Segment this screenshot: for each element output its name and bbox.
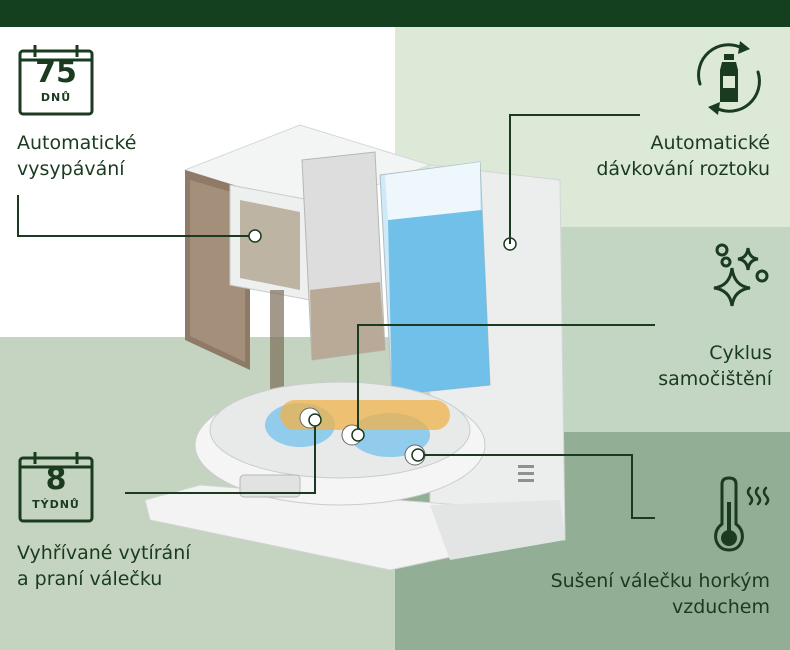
calendar-unit: TÝDNŮ [32, 498, 80, 511]
feature-line: Automatické [17, 132, 137, 154]
feature-auto-dosing: Automatické dávkování roztoku [596, 130, 770, 182]
sparkle-icon [713, 243, 769, 307]
thermometer-icon [714, 476, 770, 552]
callout-dot-self-clean [351, 428, 365, 442]
feature-line: vysypávání [17, 158, 125, 180]
feature-hot-air-dry: Sušení válečku horkým vzduchem [551, 568, 770, 620]
callout-dot-hot-air-dry [411, 448, 425, 462]
callout-line-heated-mop [125, 420, 316, 494]
top-bar [0, 0, 790, 27]
callout-dot-auto-empty [248, 229, 262, 243]
calendar-icon [18, 452, 94, 523]
feature-line: dávkování roztoku [596, 158, 770, 180]
robot-station-illustration [144, 124, 566, 571]
calendar-number: 75 [35, 55, 77, 90]
calendar-unit: DNŮ [40, 91, 72, 104]
feature-line: a praní válečku [17, 568, 163, 590]
calendar-8-weeks: 8 TÝDNŮ [17, 450, 95, 524]
calendar-number: 8 [45, 462, 67, 497]
feature-line: Cyklus [709, 342, 772, 364]
feature-line: Vyhřívané vytírání [17, 542, 191, 564]
feature-line: vzduchem [671, 596, 770, 618]
callout-line-auto-empty [17, 195, 255, 237]
callout-line-hot-air-dry [418, 454, 655, 519]
feature-line: Automatické [650, 132, 770, 154]
bottle-recycle-icon [697, 41, 761, 115]
feature-auto-empty: Automatické vysypávání [17, 130, 136, 182]
callout-dot-heated-mop [308, 413, 322, 427]
feature-line: Sušení válečku horkým [550, 570, 770, 592]
callout-line-auto-dosing [509, 114, 640, 158]
calendar-75-days: 75 DNŮ [17, 43, 95, 117]
calendar-icon [18, 45, 94, 116]
feature-heated-mop: Vyhřívané vytírání a praní válečku [17, 540, 191, 592]
feature-self-clean: Cyklus samočištění [658, 340, 772, 392]
feature-line: samočištění [658, 368, 772, 390]
callout-line-self-clean [357, 324, 655, 435]
